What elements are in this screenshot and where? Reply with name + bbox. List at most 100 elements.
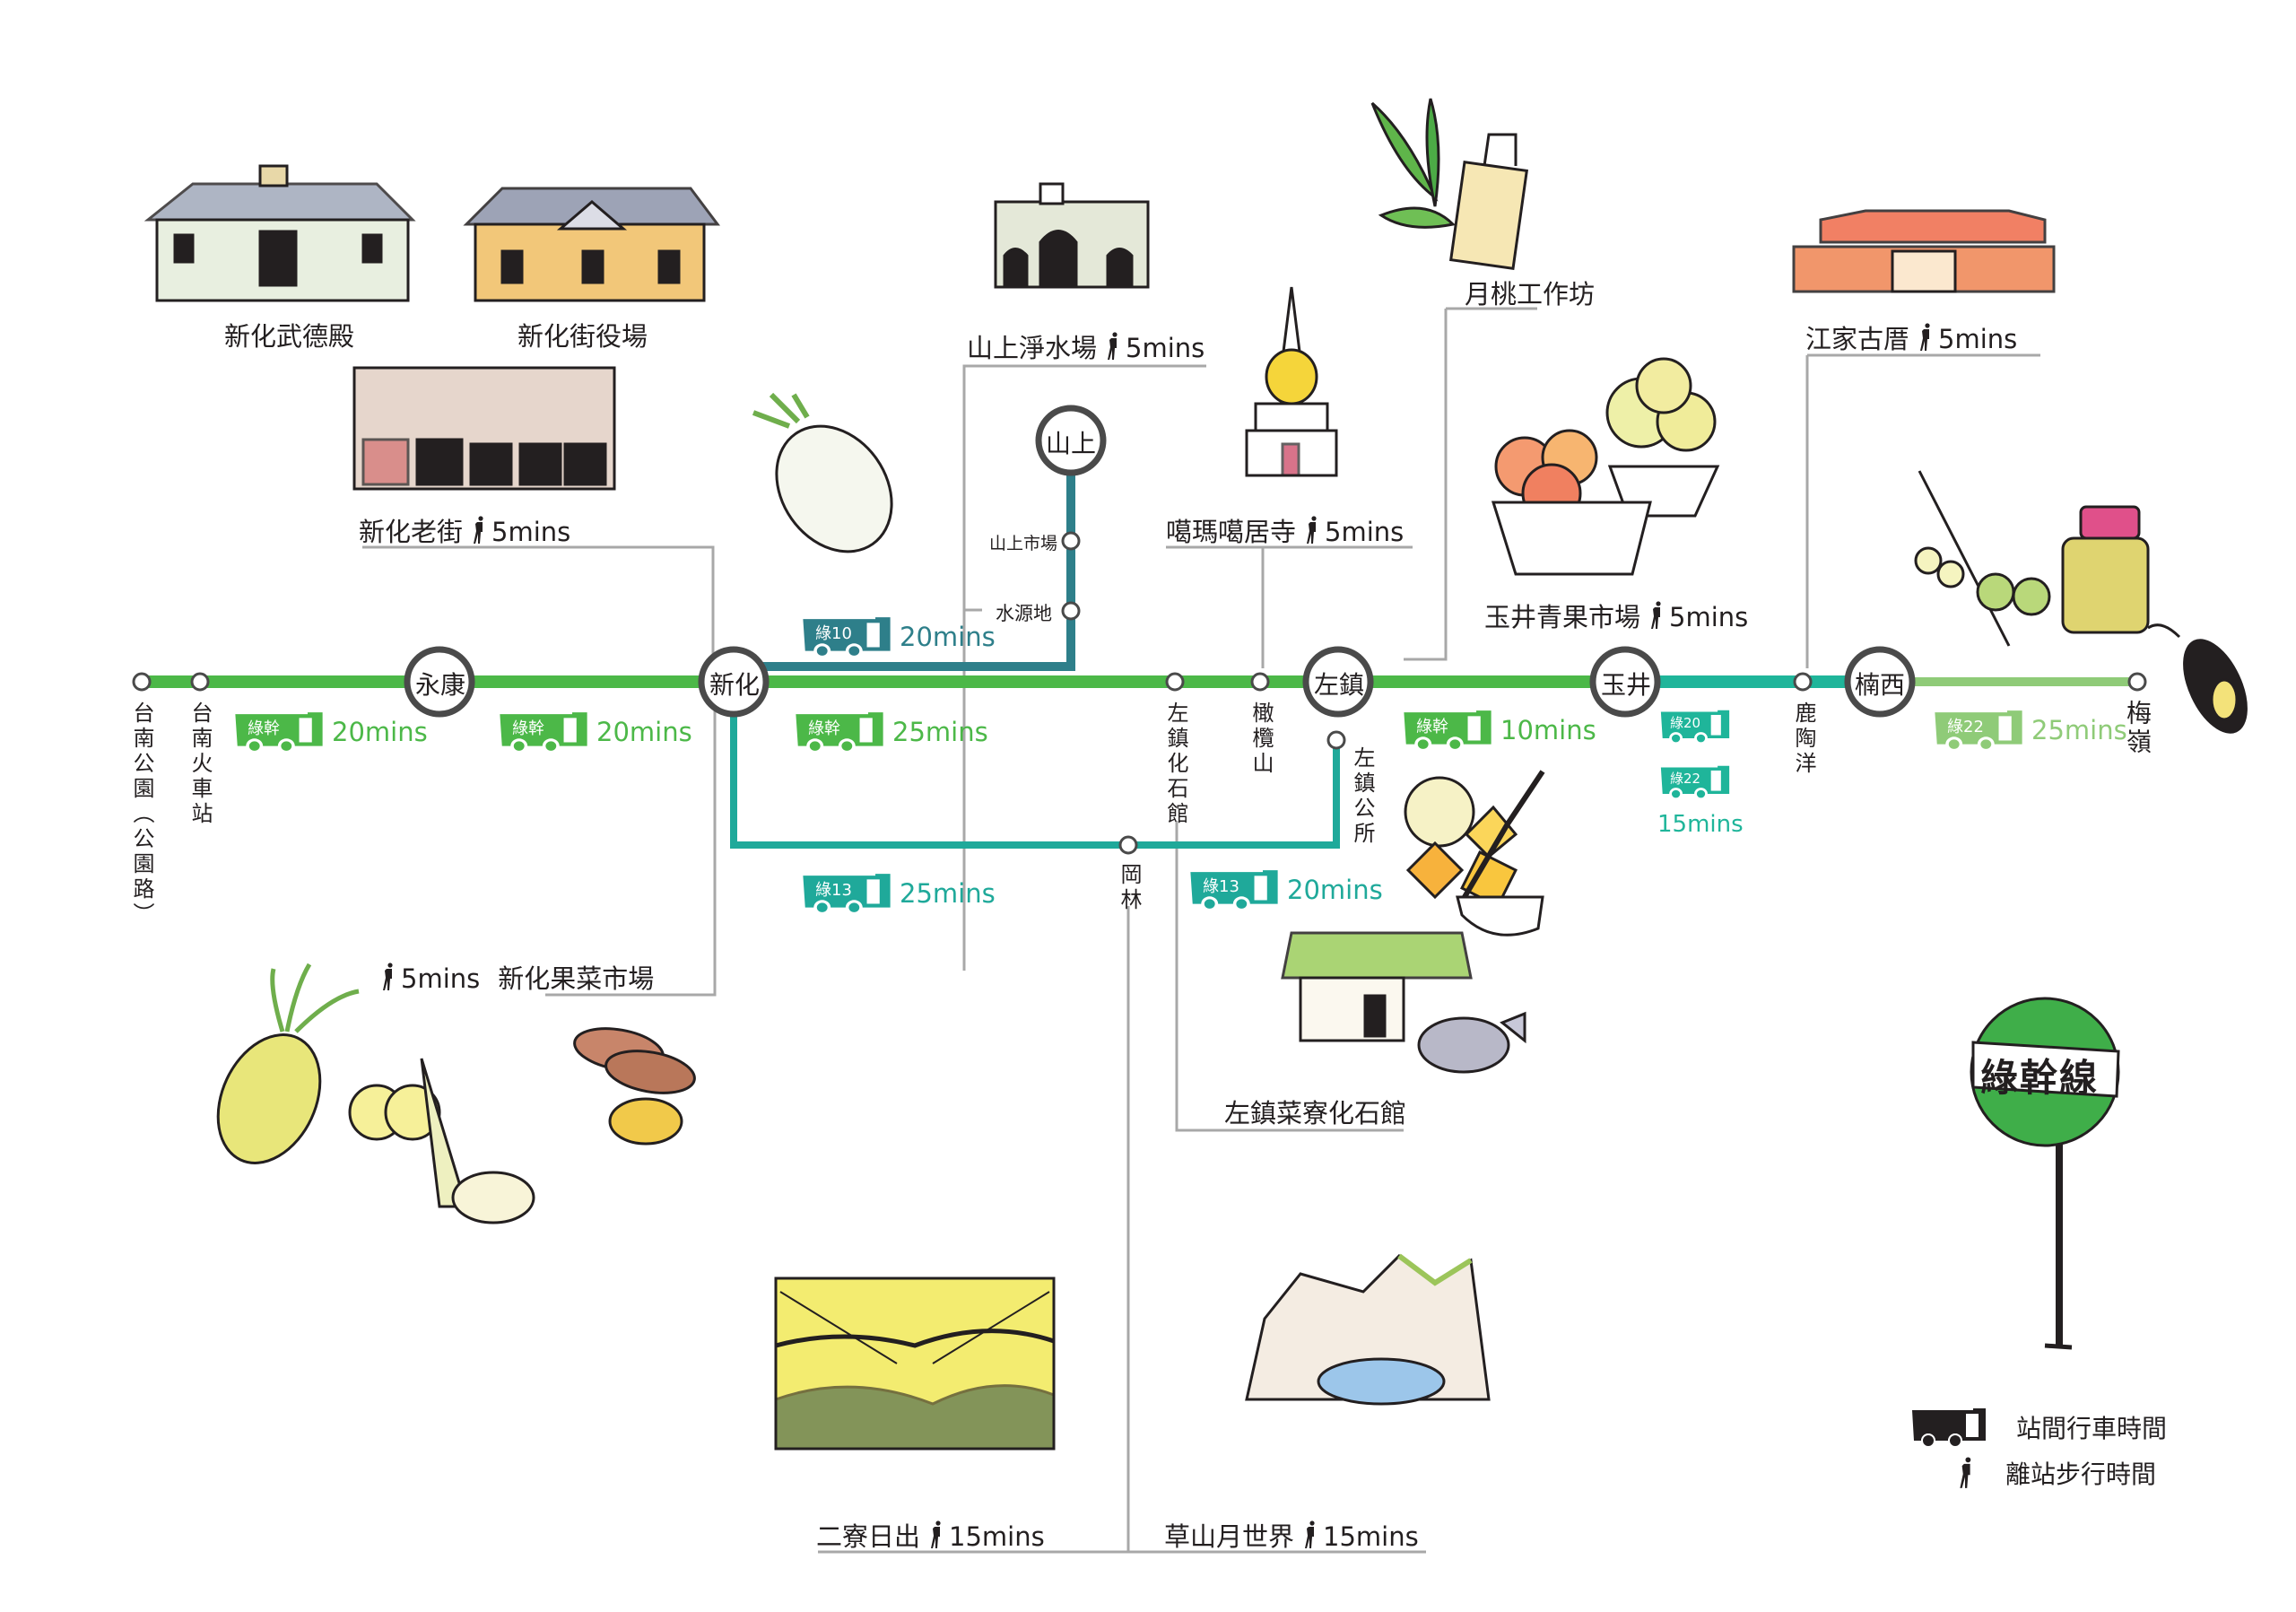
moon-world-illustration (1245, 1253, 1491, 1406)
martial-hall-illustration (144, 164, 416, 302)
walk-time: 5mins (1126, 333, 1205, 363)
route-name: 綠幹 (512, 719, 544, 738)
stop-tainan-rail-label: 台南火車站 (187, 701, 213, 827)
route-name: 綠13 (815, 881, 852, 900)
stop-shanshang-market[interactable] (1061, 531, 1081, 551)
bus-icon: 綠20 (1659, 709, 1731, 745)
leader-shanshang-water (962, 364, 1206, 971)
walker-icon (931, 1521, 941, 1548)
firefly-illustration (2147, 623, 2248, 734)
bamboo-shoot-illustration (420, 1058, 535, 1224)
route-lines (142, 444, 2137, 849)
attraction-name: 新化街役場 (517, 321, 648, 352)
walk-time: 5mins (491, 517, 571, 547)
leader-lines (362, 307, 2040, 1554)
stop-tainan-rail[interactable] (190, 672, 210, 692)
station-shanshang[interactable] (1035, 405, 1107, 476)
walker-icon (383, 963, 393, 990)
attraction-name: 二寮日出 (816, 1521, 921, 1552)
route-name: 綠幹 (248, 719, 280, 738)
stop-lutaoyang[interactable] (1793, 672, 1813, 692)
stop-ganlanshan[interactable] (1250, 672, 1270, 692)
stop-shuiyuandi[interactable] (1061, 601, 1081, 621)
legend-bus: 站間行車時間 (1910, 1407, 2167, 1448)
route-title: 綠幹線 (1980, 1056, 2100, 1100)
stop-lutaoyang-label: 鹿陶洋 (1791, 701, 1816, 777)
bus-icon: 綠13 (801, 872, 892, 915)
walk-time: 5mins (401, 963, 481, 994)
old-street-illustration (352, 366, 616, 491)
stop-meiling[interactable] (2127, 672, 2147, 692)
route-name: 綠20 (1670, 715, 1701, 731)
stop-tainan-park[interactable] (132, 672, 152, 692)
bus-icon: 綠22 (1659, 764, 1731, 800)
walker-icon (1920, 323, 1930, 351)
pineapple-illustration (216, 963, 441, 1164)
green10-line (744, 444, 1075, 671)
attraction-name: 草山月世界 (1164, 1521, 1295, 1552)
attraction-label[interactable]: 草山月世界 15mins (1164, 1516, 1419, 1554)
stop-ganglin[interactable] (1118, 835, 1138, 855)
bus-icon: 綠22 (1933, 709, 2024, 752)
stop-zuozhen-office[interactable] (1326, 730, 1346, 750)
water-plant-illustration (994, 182, 1150, 289)
station-nanxi[interactable] (1844, 646, 1916, 718)
route-name: 綠10 (815, 624, 852, 643)
attraction-name: 噶瑪噶居寺 (1166, 517, 1297, 547)
bus-icon: 綠幹 (794, 710, 885, 754)
attraction-name: 玉井青果市場 (1484, 602, 1641, 632)
attraction-label[interactable]: 左鎮菜寮化石館 (1224, 1093, 1406, 1130)
bus-icon: 綠13 (1188, 868, 1280, 911)
station-yongkang[interactable] (404, 646, 475, 718)
jiang-house-illustration (1792, 209, 2056, 293)
minor-stops (132, 531, 2147, 855)
bus-icon: 綠幹 (498, 710, 589, 754)
stop-meiling-label: 梅嶺 (2123, 700, 2152, 757)
attraction-label[interactable]: 新化武德殿 (224, 316, 354, 353)
travel-time: 10mins (1500, 715, 1596, 745)
bus-icon: 綠幹 (233, 710, 325, 754)
stop-zuozhen-office-label: 左鎮公所 (1350, 746, 1375, 847)
station-xinhua-label: 新化 (709, 670, 761, 700)
walker-icon (1305, 1521, 1315, 1548)
walk-time: 5mins (1938, 324, 2018, 354)
travel-time: 20mins (1287, 875, 1383, 905)
attraction-name: 新化武德殿 (224, 321, 355, 352)
station-yujing[interactable] (1589, 646, 1661, 718)
walk-time: 15mins (1323, 1521, 1419, 1552)
stop-zuozhen-fossil[interactable] (1165, 672, 1185, 692)
station-zuozhen[interactable] (1302, 646, 1374, 718)
route-name: 綠22 (1670, 771, 1701, 787)
legend-walk: 離站步行時間 (1955, 1455, 2156, 1491)
attraction-name: 左鎮菜寮化石館 (1224, 1098, 1407, 1128)
route-name: 綠13 (1203, 877, 1239, 896)
station-yujing-label: 玉井 (1601, 670, 1652, 700)
bus-icon (1912, 1408, 1986, 1448)
bus-icon: 綠10 (801, 615, 892, 658)
stop-zuozhen-fossil-label: 左鎮化石館 (1163, 701, 1188, 827)
shaved-ice-illustration (1404, 770, 1545, 937)
attraction-label[interactable]: 月桃工作坊 (1465, 274, 1595, 311)
stupa-illustration (1245, 286, 1338, 477)
segment-badge: 綠13 20mins (1188, 868, 1383, 911)
sweet-potato-illustration (573, 1027, 696, 1146)
station-xinhua[interactable] (698, 646, 770, 718)
attraction-label[interactable]: 新化街役場 (517, 316, 648, 353)
attraction-name: 新化果菜市場 (498, 963, 655, 994)
attraction-label[interactable]: 5mins 新化果菜市場 (372, 958, 654, 996)
station-zuozhen-label: 左鎮 (1314, 670, 1365, 700)
illustrations (144, 98, 2248, 1451)
station-nanxi-label: 楠西 (1855, 670, 1906, 700)
leader-fossil-museum (1175, 821, 1404, 1132)
